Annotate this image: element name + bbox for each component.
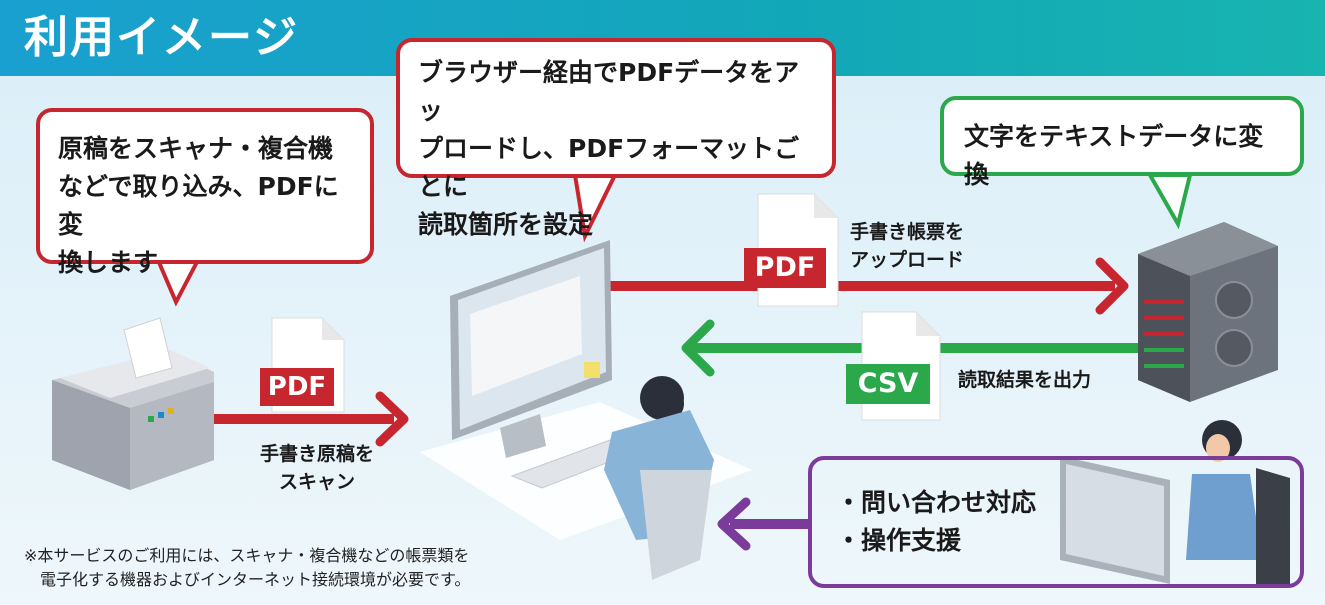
support-box: ・問い合わせ対応 ・操作支援 [808, 456, 1304, 588]
upload-label: 手書き帳票を アップロード [850, 221, 965, 271]
support-arrow [717, 497, 810, 551]
pdf-document-scan [260, 317, 345, 413]
support-box-text: ・問い合わせ対応 ・操作支援 [836, 488, 1037, 555]
pdf-scan-badge: PDF [267, 372, 327, 402]
scan-bubble-text: 原稿をスキャナ・複合機 などで取り込み、PDFに変 換します [58, 134, 339, 277]
output-label: 読取結果を出力 [958, 369, 1092, 391]
upload-bubble-text: ブラウザー経由でPDFデータをアッ プロードし、PDFフォーマットごとに 読取箇… [418, 58, 800, 239]
convert-speech-bubble: 文字をテキストデータに変換 [940, 96, 1304, 189]
server-illustration [1138, 222, 1278, 402]
pdf-document-upload [744, 193, 839, 307]
scan-label: 手書き原稿を スキャン [259, 443, 374, 493]
csv-badge: CSV [857, 368, 919, 399]
convert-bubble-text: 文字をテキストデータに変換 [964, 122, 1264, 189]
pdf-upload-badge: PDF [754, 252, 816, 283]
upload-arrow [610, 257, 1129, 315]
footnote: ※本サービスのご利用には、スキャナ・複合機などの帳票類を 電子化する機器およびイ… [24, 546, 471, 589]
workstation-illustration [420, 240, 752, 580]
scan-speech-bubble: 原稿をスキャナ・複合機 などで取り込み、PDFに変 換します [36, 108, 374, 277]
upload-speech-bubble: ブラウザー経由でPDFデータをアッ プロードし、PDFフォーマットごとに 読取箇… [396, 38, 836, 239]
csv-document [846, 311, 941, 421]
operator-illustration [1060, 420, 1290, 584]
printer-illustration [52, 317, 214, 490]
page-title: 利用イメージ [24, 12, 300, 63]
scan-arrow [214, 391, 409, 447]
